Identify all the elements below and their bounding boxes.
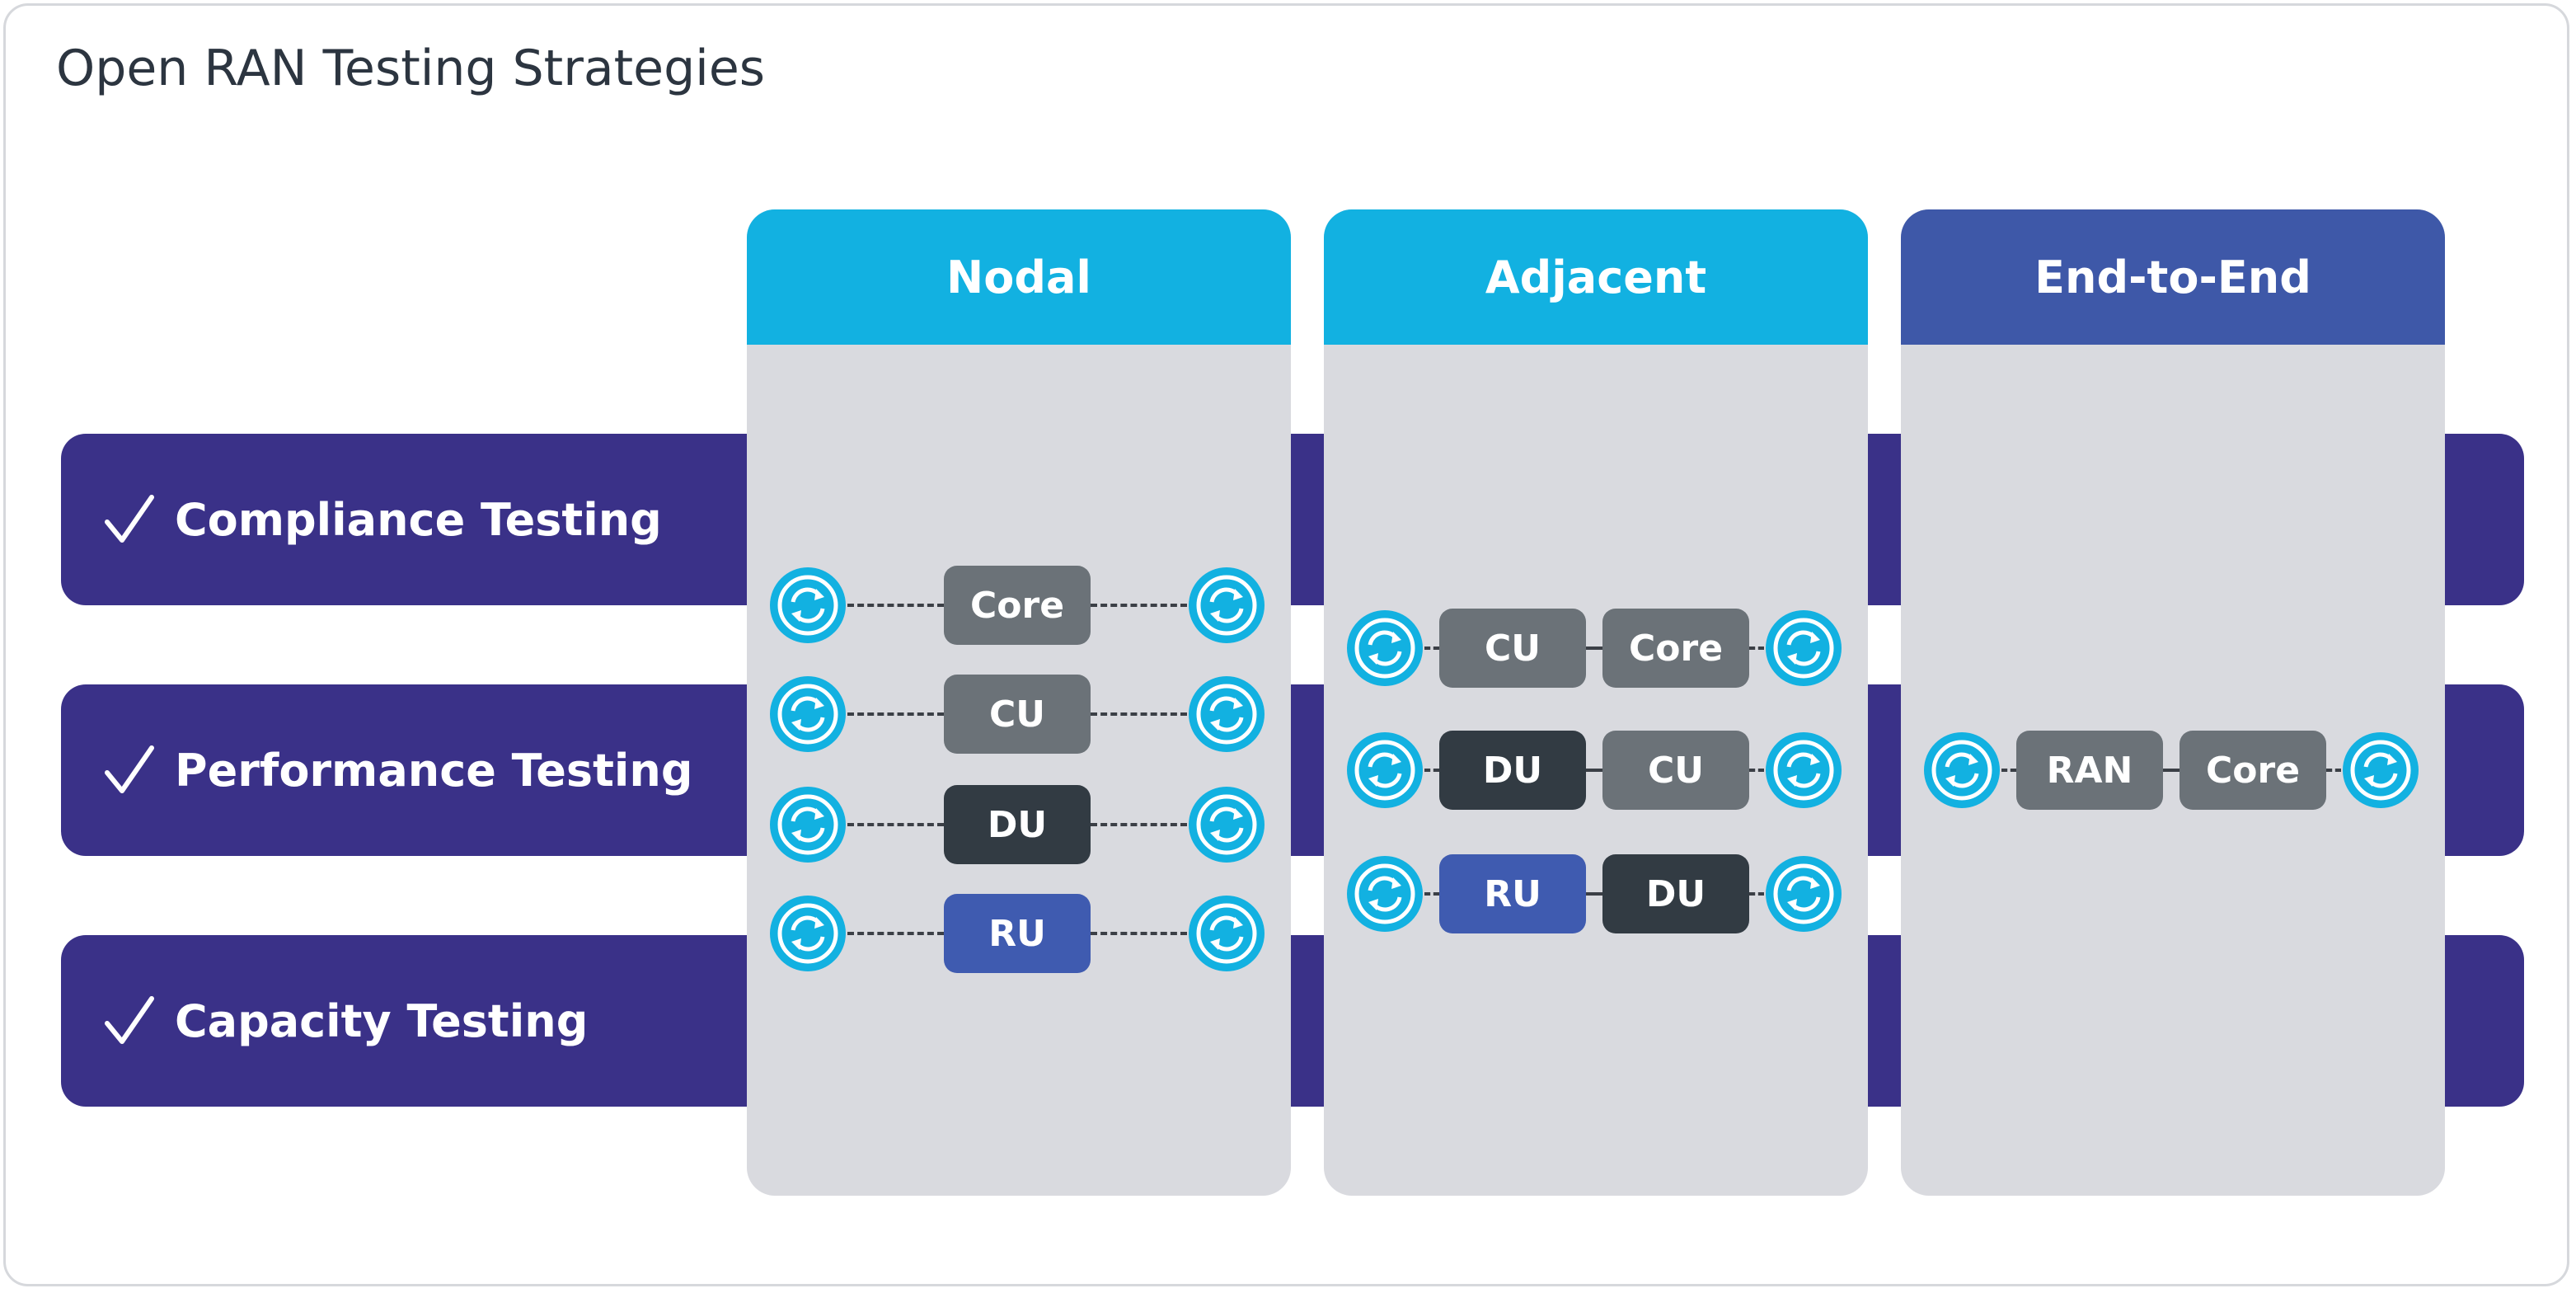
connector-line [1749,646,1764,650]
test-port-icon [1766,856,1842,932]
test-port-icon [1347,856,1423,932]
connector-line [847,823,944,826]
connector-line [1091,823,1187,826]
test-port-icon [1766,610,1842,686]
row-label: Compliance Testing [175,493,662,546]
test-port-icon [770,787,846,863]
connector-line [1586,646,1602,650]
node-cu: CU [1439,609,1586,688]
node-du: DU [1602,854,1749,933]
node-ru: RU [944,894,1091,973]
connector-line [1424,769,1439,772]
column-header: Nodal [747,209,1291,345]
connector-line [1091,712,1187,716]
test-port-icon [770,676,846,752]
test-port-icon [1766,732,1842,808]
node-cu: CU [944,675,1091,754]
column-adjacent: Adjacent [1324,209,1868,1196]
connector-line [1091,932,1187,935]
row-label: Performance Testing [175,744,693,797]
node-core: Core [944,566,1091,645]
connector-line [2326,769,2341,772]
connector-line [847,604,944,607]
column-end-to-end: End-to-End [1901,209,2445,1196]
node-du: DU [944,785,1091,864]
node-core: Core [2180,731,2326,810]
test-port-icon [1189,896,1265,971]
page-title: Open RAN Testing Strategies [56,40,766,97]
node-ran: RAN [2016,731,2163,810]
connector-line [1424,646,1439,650]
test-port-icon [1347,732,1423,808]
connector-line [1749,769,1764,772]
connector-line [1586,769,1602,772]
connector-line [1424,892,1439,896]
node-cu: CU [1602,731,1749,810]
check-icon [105,996,154,1044]
column-header: Adjacent [1324,209,1868,345]
row-label: Capacity Testing [175,994,589,1047]
test-port-icon [1924,732,2000,808]
test-port-icon [2343,732,2419,808]
test-port-icon [1189,567,1265,643]
connector-line [847,932,944,935]
connector-line [1749,892,1764,896]
check-icon [105,495,154,543]
test-port-icon [770,896,846,971]
connector-line [1091,604,1187,607]
node-core: Core [1602,609,1749,688]
check-icon [105,745,154,793]
connector-line [1586,892,1602,896]
node-du: DU [1439,731,1586,810]
column-header: End-to-End [1901,209,2445,345]
test-port-icon [1189,676,1265,752]
connector-line [847,712,944,716]
node-ru: RU [1439,854,1586,933]
test-port-icon [1347,610,1423,686]
test-port-icon [1189,787,1265,863]
connector-line [2001,769,2016,772]
test-port-icon [770,567,846,643]
connector-line [2163,769,2180,772]
